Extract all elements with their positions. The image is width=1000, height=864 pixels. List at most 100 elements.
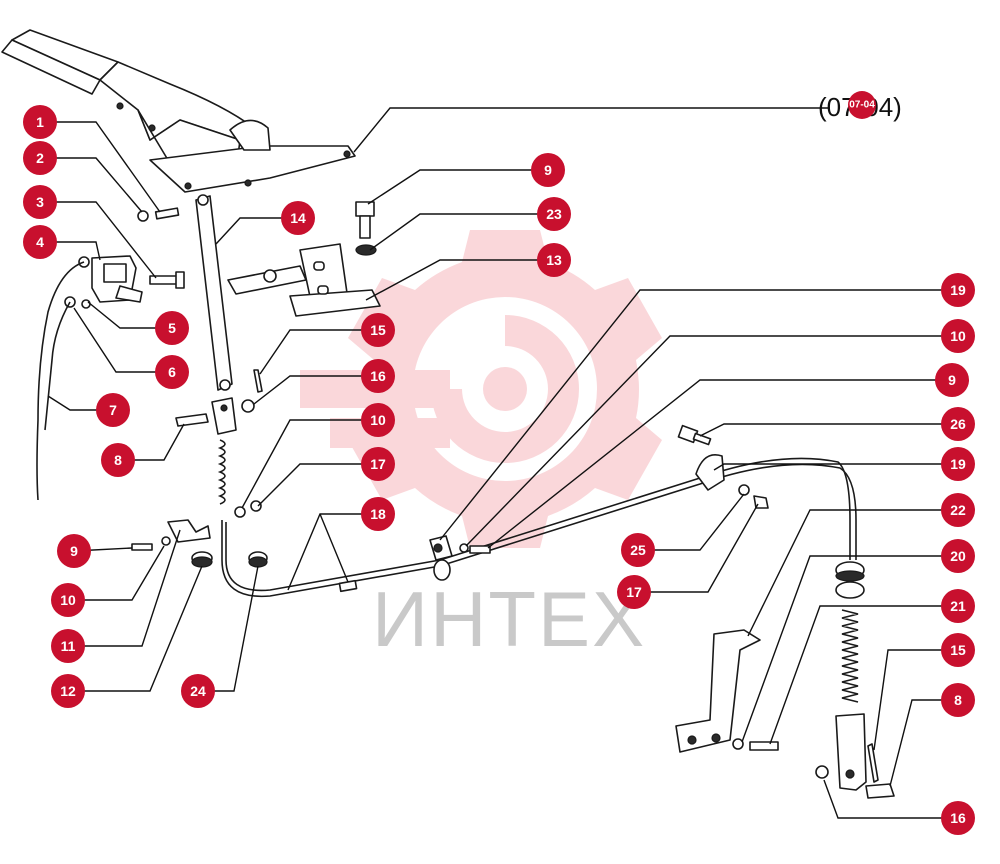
callout-badge — [621, 533, 655, 567]
callout-nut: 20 — [941, 539, 975, 573]
callout-pin: 1 — [23, 105, 57, 139]
callout-badge — [537, 197, 571, 231]
callout-number: 10 — [370, 412, 386, 428]
callout-badge — [361, 497, 395, 531]
callout-badge — [51, 629, 85, 663]
callout-number: 24 — [190, 683, 206, 699]
callout-badge — [537, 243, 571, 277]
callout-nut: 17 — [617, 575, 651, 609]
callout-badge — [941, 407, 975, 441]
callout-wire: 7 — [96, 393, 130, 427]
callout-badge — [361, 403, 395, 437]
callout-switch-bracket: 4 — [23, 225, 57, 259]
callout-number: 5 — [168, 320, 176, 336]
callout-number: 25 — [630, 542, 646, 558]
handbrake-lever — [1, 29, 356, 193]
callout-bracket: 22 — [941, 493, 975, 527]
callout-number: 8 — [114, 452, 122, 468]
callout-number: 14 — [290, 210, 306, 226]
callout-number: 21 — [950, 598, 966, 614]
callout-washer: 10 — [361, 403, 395, 437]
linkage-rod — [175, 194, 263, 518]
callout-grommet: 12 — [51, 674, 85, 708]
callout-badge — [941, 493, 975, 527]
callout-number: 23 — [546, 206, 562, 222]
brake-switch-assembly — [36, 207, 185, 501]
callout-badge — [96, 393, 130, 427]
callout-number: 15 — [950, 642, 966, 658]
callout-terminal: 6 — [155, 355, 189, 389]
callout-bolt: 9 — [531, 153, 565, 187]
callout-number: 9 — [70, 543, 78, 559]
callout-bolt: 9 — [935, 363, 969, 397]
callout-reference: 07-04 — [848, 91, 876, 119]
callout-badge — [361, 447, 395, 481]
callout-number: 3 — [36, 194, 44, 210]
callout-number: 18 — [370, 506, 386, 522]
callout-grommet: 24 — [181, 674, 215, 708]
callout-badge — [941, 633, 975, 667]
callout-washer: 23 — [537, 197, 571, 231]
callout-badge — [51, 583, 85, 617]
callout-washer: 25 — [621, 533, 655, 567]
callout-cable: 18 — [361, 497, 395, 531]
rear-bracket-assembly — [675, 561, 895, 799]
callout-bolt: 3 — [23, 185, 57, 219]
callout-badge — [155, 355, 189, 389]
callout-number: 19 — [950, 282, 966, 298]
callout-badge — [531, 153, 565, 187]
callout-badge — [941, 319, 975, 353]
callout-clamp: 11 — [51, 629, 85, 663]
callout-number: 9 — [544, 162, 552, 178]
callout-badge — [23, 225, 57, 259]
callout-badge — [361, 359, 395, 393]
callout-cotter-pin: 15 — [361, 313, 395, 347]
callout-badge — [101, 443, 135, 477]
callout-badge — [935, 363, 969, 397]
brake-cable — [221, 424, 857, 598]
mounting-bracket — [227, 201, 381, 317]
callout-number: 8 — [954, 692, 962, 708]
callout-number: 16 — [370, 368, 386, 384]
callout-badge — [281, 201, 315, 235]
callout-number: 11 — [61, 638, 76, 654]
callout-switch: 5 — [155, 311, 189, 345]
callout-washer: 16 — [941, 801, 975, 835]
callout-bracket: 13 — [537, 243, 571, 277]
callout-badge — [617, 575, 651, 609]
callout-number: 12 — [60, 683, 76, 699]
callout-number: 19 — [950, 456, 966, 472]
callout-badge — [941, 801, 975, 835]
callout-badge — [941, 447, 975, 481]
callout-number: 26 — [950, 416, 966, 432]
callout-number: 9 — [948, 372, 956, 388]
callout-number: 2 — [36, 150, 44, 166]
watermark-gear-logo — [300, 230, 662, 548]
callout-badge — [941, 589, 975, 623]
callout-number: 10 — [950, 328, 966, 344]
callout-badge — [941, 683, 975, 717]
callout-number: 10 — [60, 592, 76, 608]
callout-nut: 21 — [941, 589, 975, 623]
callout-number: 16 — [950, 810, 966, 826]
callout-badge — [155, 311, 189, 345]
callout-pin: 8 — [101, 443, 135, 477]
callout-number: 20 — [950, 548, 966, 564]
callout-number: 1 — [36, 114, 44, 130]
callout-pin: 8 — [941, 683, 975, 717]
callout-bolt: 9 — [57, 534, 91, 568]
callout-number: 6 — [168, 364, 176, 380]
callout-badge — [181, 674, 215, 708]
callout-number: 15 — [370, 322, 386, 338]
callout-badge — [23, 105, 57, 139]
callout-number: 7 — [109, 402, 117, 418]
callout-badge — [361, 313, 395, 347]
callout-number: 4 — [36, 234, 44, 250]
cable-clamp-parts — [131, 519, 268, 568]
callout-washer: 10 — [941, 319, 975, 353]
callout-number: 07-04 — [849, 100, 875, 111]
callout-badge — [23, 141, 57, 175]
callout-clip: 19 — [941, 447, 975, 481]
watermark-text: ИНТЕХ — [372, 575, 646, 663]
